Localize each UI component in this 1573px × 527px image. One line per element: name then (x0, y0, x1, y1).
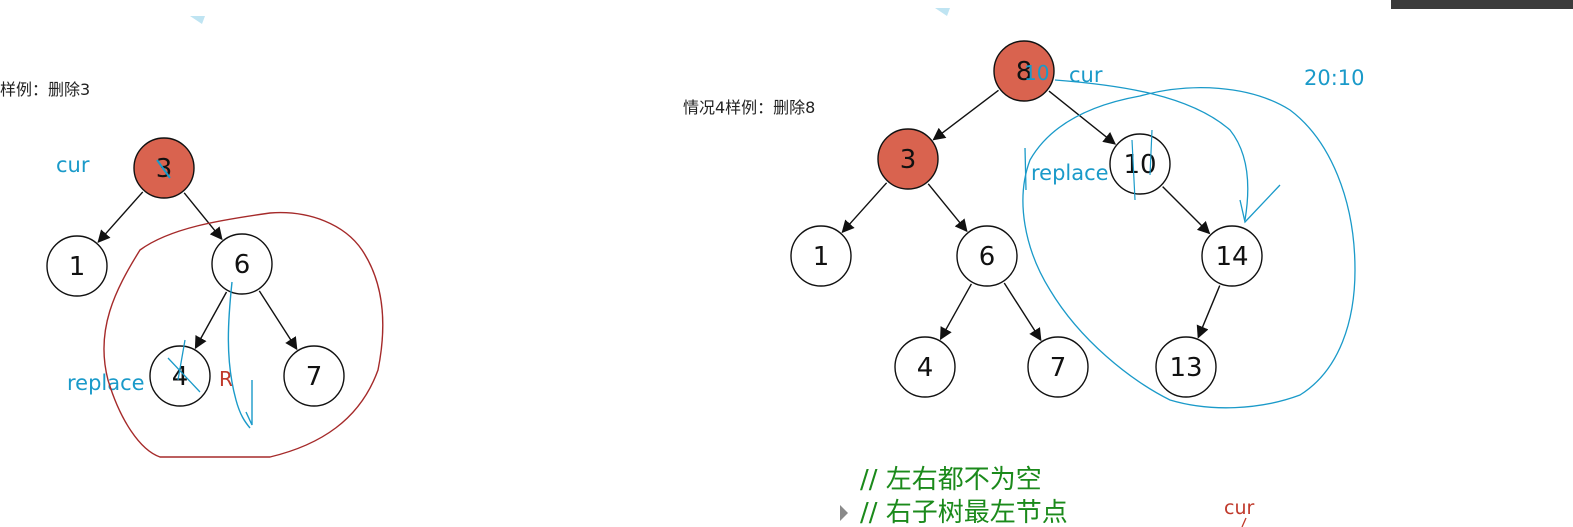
edge-m6-m4 (939, 283, 973, 341)
left-red-circle (103, 211, 384, 458)
right-blue-line (1024, 147, 1027, 191)
node-label-m3: 3 (900, 145, 917, 175)
left-r-label: R (219, 367, 233, 391)
edge-m3-m6 (927, 183, 968, 233)
right-blue-strokes (1131, 129, 1153, 201)
right-time-label: 20:10 (1304, 66, 1365, 90)
node-label-m8: 8 (1016, 57, 1033, 87)
breakpoint-arrow-icon[interactable] (840, 505, 848, 521)
node-label-m4: 4 (917, 353, 934, 383)
node-n1 (46, 235, 108, 297)
node-m7 (1027, 336, 1089, 398)
decor-mark (190, 16, 205, 24)
code-cur-mark (1241, 517, 1247, 527)
right-blue-arrow-head (1239, 184, 1281, 224)
node-n7 (283, 345, 345, 407)
edge-m3-m1 (841, 182, 888, 234)
left-overwrite-mark (156, 159, 171, 179)
right-blue-arrow (1054, 79, 1249, 221)
node-label-m14: 14 (1215, 242, 1248, 272)
node-m3 (877, 128, 939, 190)
node-m10 (1109, 133, 1171, 195)
node-n4 (149, 345, 211, 407)
right-replace-label: replace (1031, 161, 1109, 185)
edge-m6-m7 (1003, 282, 1042, 342)
node-label-m10: 10 (1123, 150, 1156, 180)
node-m8 (993, 40, 1055, 102)
edge-n3-n6 (183, 192, 223, 241)
right-overwrite-label: 10 (1024, 61, 1049, 85)
code-comment-2: // 右子树最左节点 (860, 498, 1068, 527)
edge-m14-m13 (1196, 285, 1221, 339)
left-edges (97, 191, 298, 351)
node-label-n6: 6 (234, 250, 251, 280)
node-m13 (1155, 336, 1217, 398)
node-label-m7: 7 (1050, 353, 1067, 383)
code-comment-1: // 左右都不为空 (860, 465, 1042, 495)
right-blue-loop (1022, 87, 1356, 409)
edge-n6-n7 (258, 290, 298, 351)
code-cur-label: cur (1224, 497, 1254, 519)
edge-n6-n4 (194, 291, 228, 350)
node-n6 (211, 233, 273, 295)
edge-n3-n1 (97, 191, 144, 244)
left-cur-label: cur (56, 153, 90, 177)
node-label-n1: 1 (69, 252, 86, 282)
node-label-n4: 4 (172, 362, 189, 392)
left-title: 样例：删除3 (0, 80, 90, 99)
node-label-m13: 13 (1169, 353, 1202, 383)
node-m1 (790, 225, 852, 287)
node-label-m6: 6 (979, 242, 996, 272)
left-blue-arrow-head (245, 380, 253, 426)
edge-m10-m14 (1162, 186, 1211, 235)
node-label-n7: 7 (306, 362, 323, 392)
right-title: 情况4样例：删除8 (683, 98, 815, 117)
decor-mark (935, 8, 950, 16)
right-nodes: 8 3 10 1 6 14 4 7 13 (790, 40, 1263, 398)
edge-m8-m10 (1048, 90, 1117, 145)
webcam-thumbnail (1391, 0, 1573, 9)
left-blue-arrow (227, 281, 251, 429)
left-cross-mark (167, 339, 201, 393)
node-m4 (894, 336, 956, 398)
node-label-m1: 1 (813, 242, 830, 272)
left-replace-label: replace (67, 371, 145, 395)
node-m14 (1201, 225, 1263, 287)
right-edges (841, 89, 1221, 342)
node-m6 (956, 225, 1018, 287)
edge-m8-m3 (932, 89, 999, 141)
